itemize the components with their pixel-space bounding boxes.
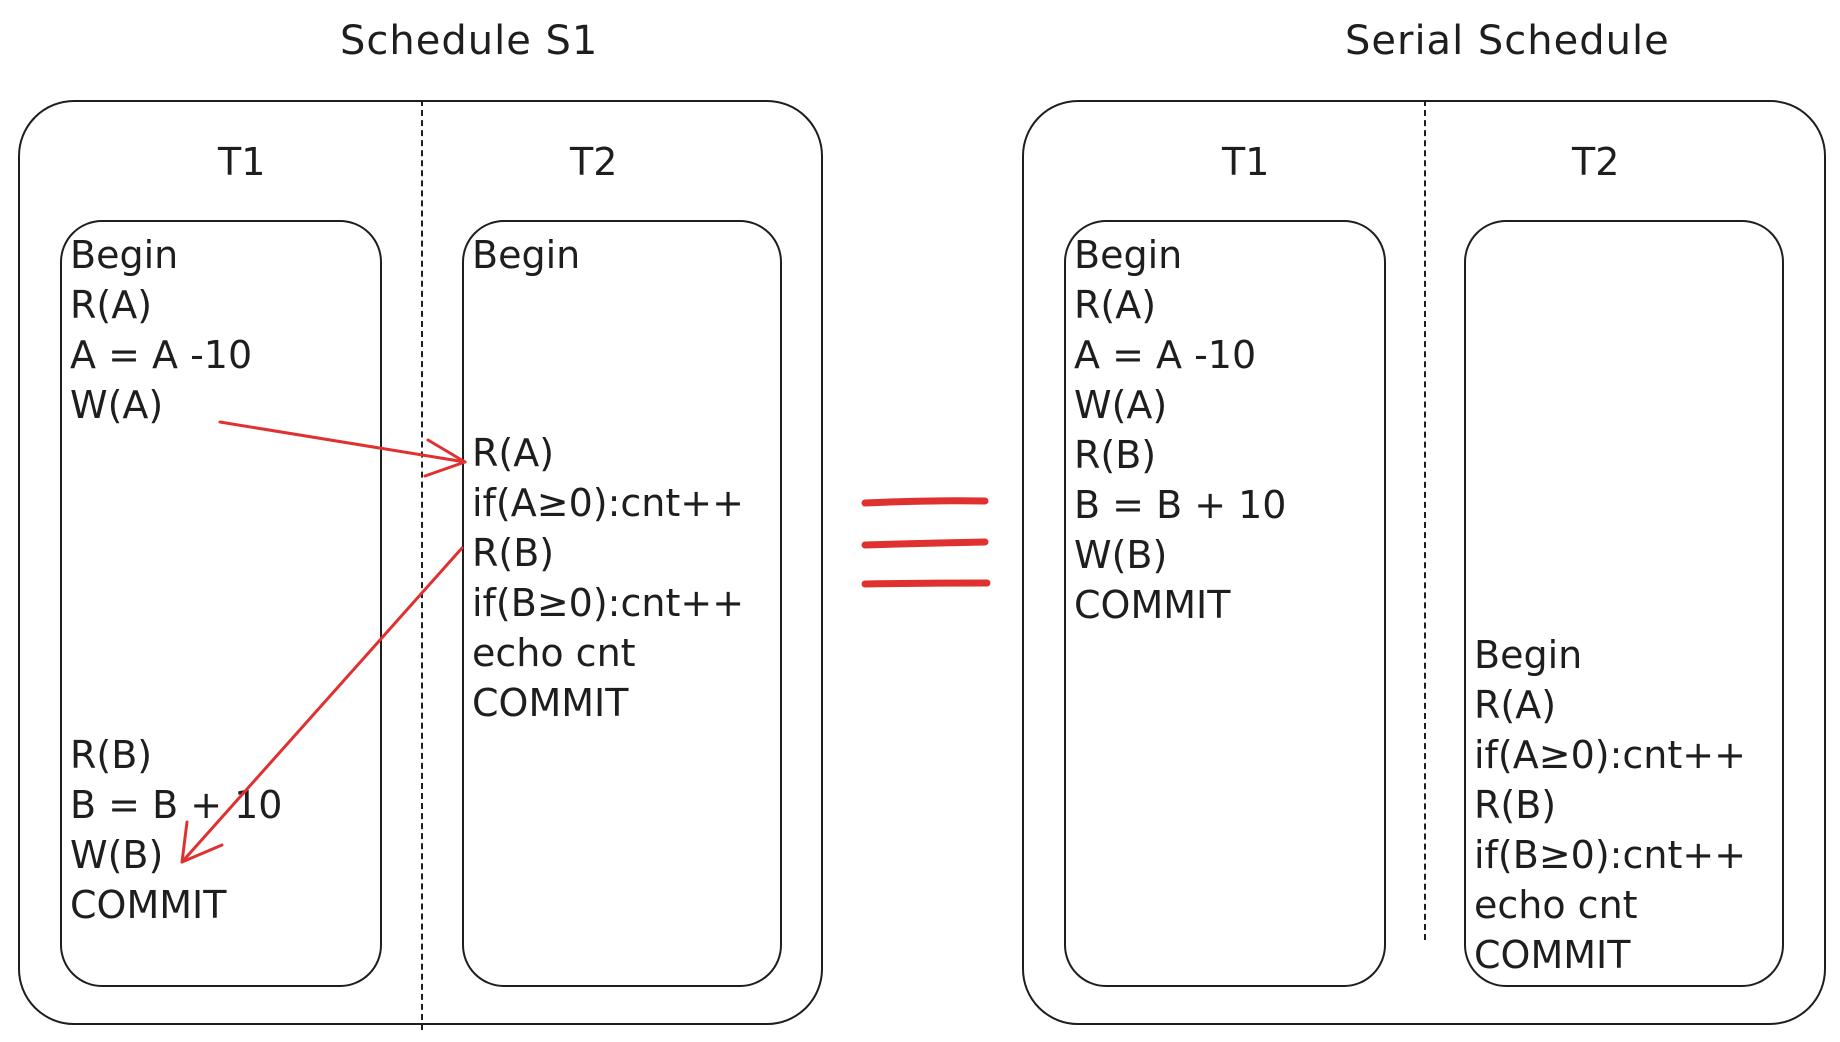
equals-bar-top — [861, 497, 989, 507]
serial-t1-line: COMMIT — [1074, 583, 1231, 627]
serial-t1-line: B = B + 10 — [1074, 483, 1287, 527]
schedule-s1-divider — [421, 100, 423, 1030]
s1-t2-line: if(B≥0):cnt++ — [472, 581, 745, 625]
serial-t2-line: R(B) — [1474, 783, 1557, 827]
s1-t1-line: W(B) — [70, 833, 164, 877]
serial-t2-line: if(B≥0):cnt++ — [1474, 833, 1747, 877]
serial-schedule-divider — [1424, 100, 1426, 940]
s1-t2-line: R(A) — [472, 431, 555, 475]
serial-t1-header: T1 — [1222, 140, 1270, 184]
s1-t1-line: R(A) — [70, 283, 153, 327]
s1-t1-line: B = B + 10 — [70, 783, 283, 827]
s1-t2-header: T2 — [570, 140, 618, 184]
s1-t2-line: COMMIT — [472, 681, 629, 725]
s1-t2-line: echo cnt — [472, 631, 636, 675]
serial-t1-line: W(A) — [1074, 383, 1168, 427]
equals-bar-bottom — [861, 579, 991, 588]
s1-t1-header: T1 — [218, 140, 266, 184]
schedule-s1-frame — [18, 100, 823, 1025]
serial-t2-line: R(A) — [1474, 683, 1557, 727]
schedule-s1-title: Schedule S1 — [340, 18, 599, 64]
s1-t1-line: Begin — [70, 233, 179, 277]
serial-t1-line: R(A) — [1074, 283, 1157, 327]
s1-t1-line: R(B) — [70, 733, 153, 777]
serial-t2-box — [1464, 220, 1784, 987]
equals-bar-middle — [861, 538, 989, 549]
s1-t1-line: A = A -10 — [70, 333, 253, 377]
serial-t2-line: echo cnt — [1474, 883, 1638, 927]
serial-t2-line: if(A≥0):cnt++ — [1474, 733, 1746, 777]
serial-t1-line: R(B) — [1074, 433, 1157, 477]
serial-t1-line: Begin — [1074, 233, 1183, 277]
s1-t2-line: Begin — [472, 233, 581, 277]
serial-schedule-title: Serial Schedule — [1345, 18, 1670, 64]
s1-t1-line: W(A) — [70, 383, 164, 427]
s1-t2-line: if(A≥0):cnt++ — [472, 481, 744, 525]
serial-t1-line: A = A -10 — [1074, 333, 1257, 377]
s1-t2-line: R(B) — [472, 531, 555, 575]
serial-t2-line: Begin — [1474, 633, 1583, 677]
serial-t2-header: T2 — [1572, 140, 1620, 184]
serial-t2-line: COMMIT — [1474, 933, 1631, 977]
serial-t1-box — [1064, 220, 1386, 987]
serial-t1-line: W(B) — [1074, 533, 1168, 577]
s1-t1-line: COMMIT — [70, 883, 227, 927]
